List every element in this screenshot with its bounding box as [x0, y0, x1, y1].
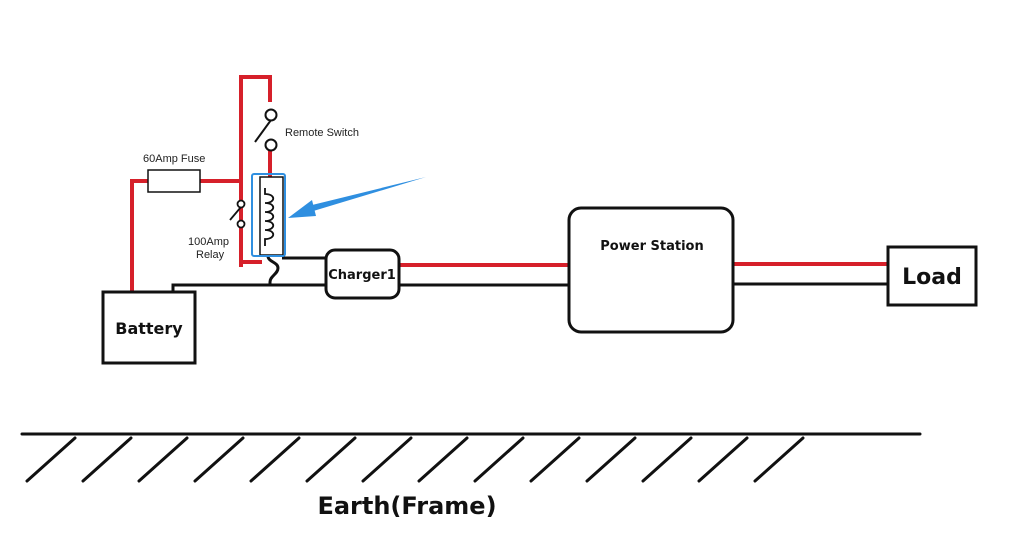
earth-hatch	[137, 436, 189, 483]
remote-switch-label: Remote Switch	[285, 127, 359, 139]
remote-switch-bottom-terminal	[264, 138, 278, 152]
arrow-shaft	[308, 177, 426, 212]
power-station-box	[567, 206, 735, 334]
earth-hatch	[473, 436, 525, 483]
fuse-body	[147, 169, 201, 193]
battery-fuse-wire	[130, 179, 150, 294]
power-station-label: Power Station	[600, 239, 703, 254]
relay-coil-box	[259, 176, 284, 256]
remote-switch	[254, 108, 278, 152]
relay-coil-hook	[266, 255, 280, 285]
positive-wires	[130, 75, 890, 294]
earth-hatch	[305, 436, 357, 483]
earth-hatch	[249, 436, 301, 483]
relay-label-line2: Relay	[196, 249, 225, 261]
relay-loop-left-wire	[239, 75, 272, 267]
earth-hatch	[25, 436, 77, 483]
load-box	[886, 245, 978, 307]
remote-switch-lever	[254, 119, 272, 143]
earth-hatch	[697, 436, 749, 483]
battery-label: Battery	[115, 319, 183, 338]
earth-hatch	[417, 436, 469, 483]
relay-contact	[229, 199, 246, 229]
load-label: Load	[902, 265, 962, 290]
relay-coil-winding	[264, 188, 275, 246]
earth-hatch	[641, 436, 693, 483]
earth-hatch	[361, 436, 413, 483]
earth-hatch	[81, 436, 133, 483]
charger-box	[324, 248, 401, 300]
relay-bottom-wire	[239, 260, 262, 267]
relay-contact-top	[236, 199, 246, 209]
earth-label: Earth(Frame)	[317, 492, 496, 520]
relay-highlight-box	[251, 173, 286, 257]
relay-contact-lever	[229, 206, 242, 221]
battery-box	[101, 290, 197, 365]
relay-label-line1: 100Amp	[188, 236, 229, 248]
highlight-arrow	[288, 177, 426, 218]
relay-contact-bottom	[236, 219, 246, 229]
earth-hatch	[753, 436, 805, 483]
remote-switch-top-terminal	[264, 108, 278, 122]
charger-label: Charger1	[328, 268, 396, 283]
earth-ground-symbol	[20, 432, 922, 483]
arrow-head	[288, 200, 316, 218]
earth-hatch	[529, 436, 581, 483]
fuse-label: 60Amp Fuse	[143, 153, 205, 165]
battery-neg-wire	[171, 283, 325, 292]
earth-hatch	[193, 436, 245, 483]
earth-hatches	[25, 436, 805, 483]
earth-hatch	[585, 436, 637, 483]
negative-wires	[171, 255, 888, 292]
